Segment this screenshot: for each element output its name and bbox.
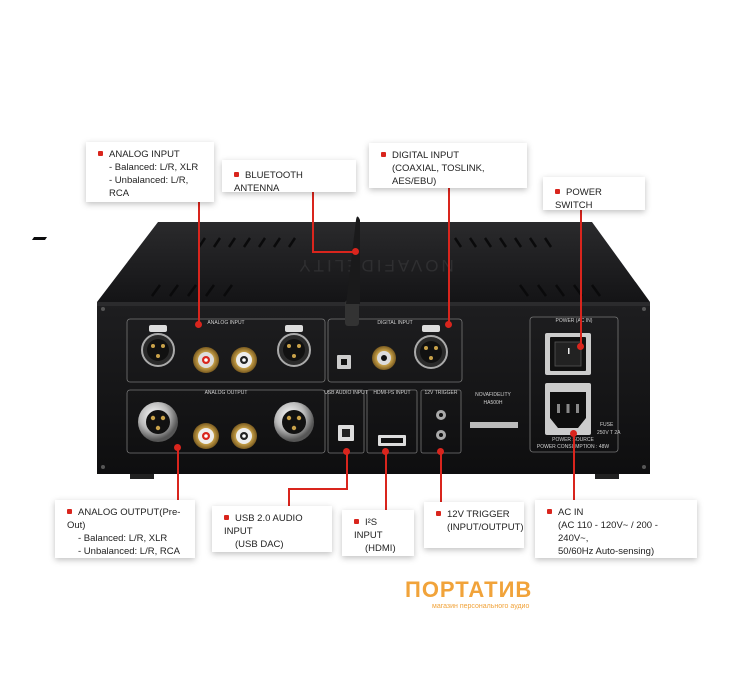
analog-output-label: ANALOG OUTPUT <box>205 390 248 396</box>
toslink-input[interactable] <box>337 355 351 369</box>
bullet-icon <box>354 518 359 524</box>
bullet-icon <box>98 150 103 156</box>
callout-analog-output: ANALOG OUTPUT(Pre-Out) - Balanced: L/R, … <box>55 500 195 558</box>
callout-digital-input: DIGITAL INPUT (COAXIAL, TOSLINK, AES/EBU… <box>369 143 527 188</box>
digital-input-block <box>327 318 463 383</box>
dot-bluetooth <box>352 248 359 255</box>
analog-input-block <box>126 318 326 383</box>
xlr-output-right[interactable] <box>274 402 314 442</box>
dot-analog-output <box>174 444 181 451</box>
rca-output-left[interactable] <box>193 423 219 449</box>
hdmi-block <box>366 389 418 454</box>
line-digital-input <box>448 188 450 324</box>
line-usb-v2 <box>288 488 290 506</box>
line-bluetooth-h <box>312 192 314 252</box>
xlr-output-left[interactable] <box>138 402 178 442</box>
line-bluetooth-h2 <box>312 251 354 253</box>
hdmi-label: HDMI-I²S INPUT <box>373 390 410 396</box>
dot-usb <box>343 448 350 455</box>
callout-power-switch: POWER SWITCH <box>543 177 645 211</box>
line-usb-h <box>288 488 348 490</box>
store-logo-subtitle: магазин персонального аудио <box>432 603 530 610</box>
panel-brand: NOVAFIDELITY <box>475 392 511 398</box>
fuse-rating: 250V T 2A <box>597 430 621 436</box>
rca-input-right[interactable] <box>231 347 257 373</box>
bullet-icon <box>67 508 72 514</box>
store-logo: ПОРТАТИВ магазин персонального аудио <box>405 577 533 610</box>
rca-output-right[interactable] <box>231 423 257 449</box>
rca-input-left[interactable] <box>193 347 219 373</box>
bullet-icon <box>547 508 552 514</box>
line-hdmi <box>385 452 387 510</box>
callout-i2s: I²S INPUT (HDMI) <box>342 510 414 556</box>
hdmi-port[interactable] <box>378 435 406 446</box>
analog-input-label: ANALOG INPUT <box>207 320 244 326</box>
bullet-icon <box>555 188 560 194</box>
dot-power-switch <box>577 343 584 350</box>
usb-label: USB AUDIO INPUT <box>324 390 368 396</box>
iec-power-inlet[interactable] <box>545 383 591 435</box>
dot-trigger <box>437 448 444 455</box>
top-vents <box>31 237 48 240</box>
callout-analog-input: ANALOG INPUT - Balanced: L/R, XLR - Unba… <box>86 142 214 202</box>
bullet-icon <box>224 514 229 520</box>
line-power-switch <box>580 210 582 345</box>
top-brand-text: NOVAFIDELITY <box>296 256 454 275</box>
digital-input-label: DIGITAL INPUT <box>377 320 412 326</box>
analog-output-block <box>126 389 326 454</box>
coaxial-input[interactable] <box>372 346 396 370</box>
line-usb-v <box>346 452 348 489</box>
line-analog-output <box>177 448 179 500</box>
callout-usb: USB 2.0 AUDIO INPUT (USB DAC) <box>212 506 332 552</box>
xlr-input-right[interactable] <box>277 325 311 367</box>
store-logo-text: ПОРТАТИВ <box>405 577 533 602</box>
power-label: POWER (AC IN) <box>556 318 593 324</box>
dot-analog-input <box>195 321 202 328</box>
aes-ebu-input[interactable] <box>414 325 448 369</box>
power-switch[interactable] <box>545 333 591 375</box>
bullet-icon <box>436 510 441 516</box>
line-ac-in <box>573 434 575 500</box>
xlr-input-left[interactable] <box>141 325 175 367</box>
top-cover <box>97 222 650 302</box>
usb-b-port[interactable] <box>338 425 354 441</box>
panel-model: HA500H <box>484 400 503 406</box>
trigger-label: 12V TRIGGER <box>425 390 458 396</box>
callout-ac-in: AC IN (AC 110 - 120V~ / 200 - 240V~, 50/… <box>535 500 697 558</box>
line-trigger <box>440 452 442 502</box>
bullet-icon <box>381 151 386 157</box>
callout-trigger: 12V TRIGGER (INPUT/OUTPUT) <box>424 502 524 548</box>
bluetooth-antenna <box>345 216 360 326</box>
fuse-label: FUSE <box>600 422 614 428</box>
dot-digital-input <box>445 321 452 328</box>
line-analog-input <box>198 202 200 324</box>
bullet-icon <box>234 171 239 177</box>
dot-ac-in <box>570 430 577 437</box>
dot-hdmi <box>382 448 389 455</box>
callout-bluetooth: BLUETOOTH ANTENNA <box>222 160 356 194</box>
trigger-jacks[interactable] <box>436 410 446 440</box>
